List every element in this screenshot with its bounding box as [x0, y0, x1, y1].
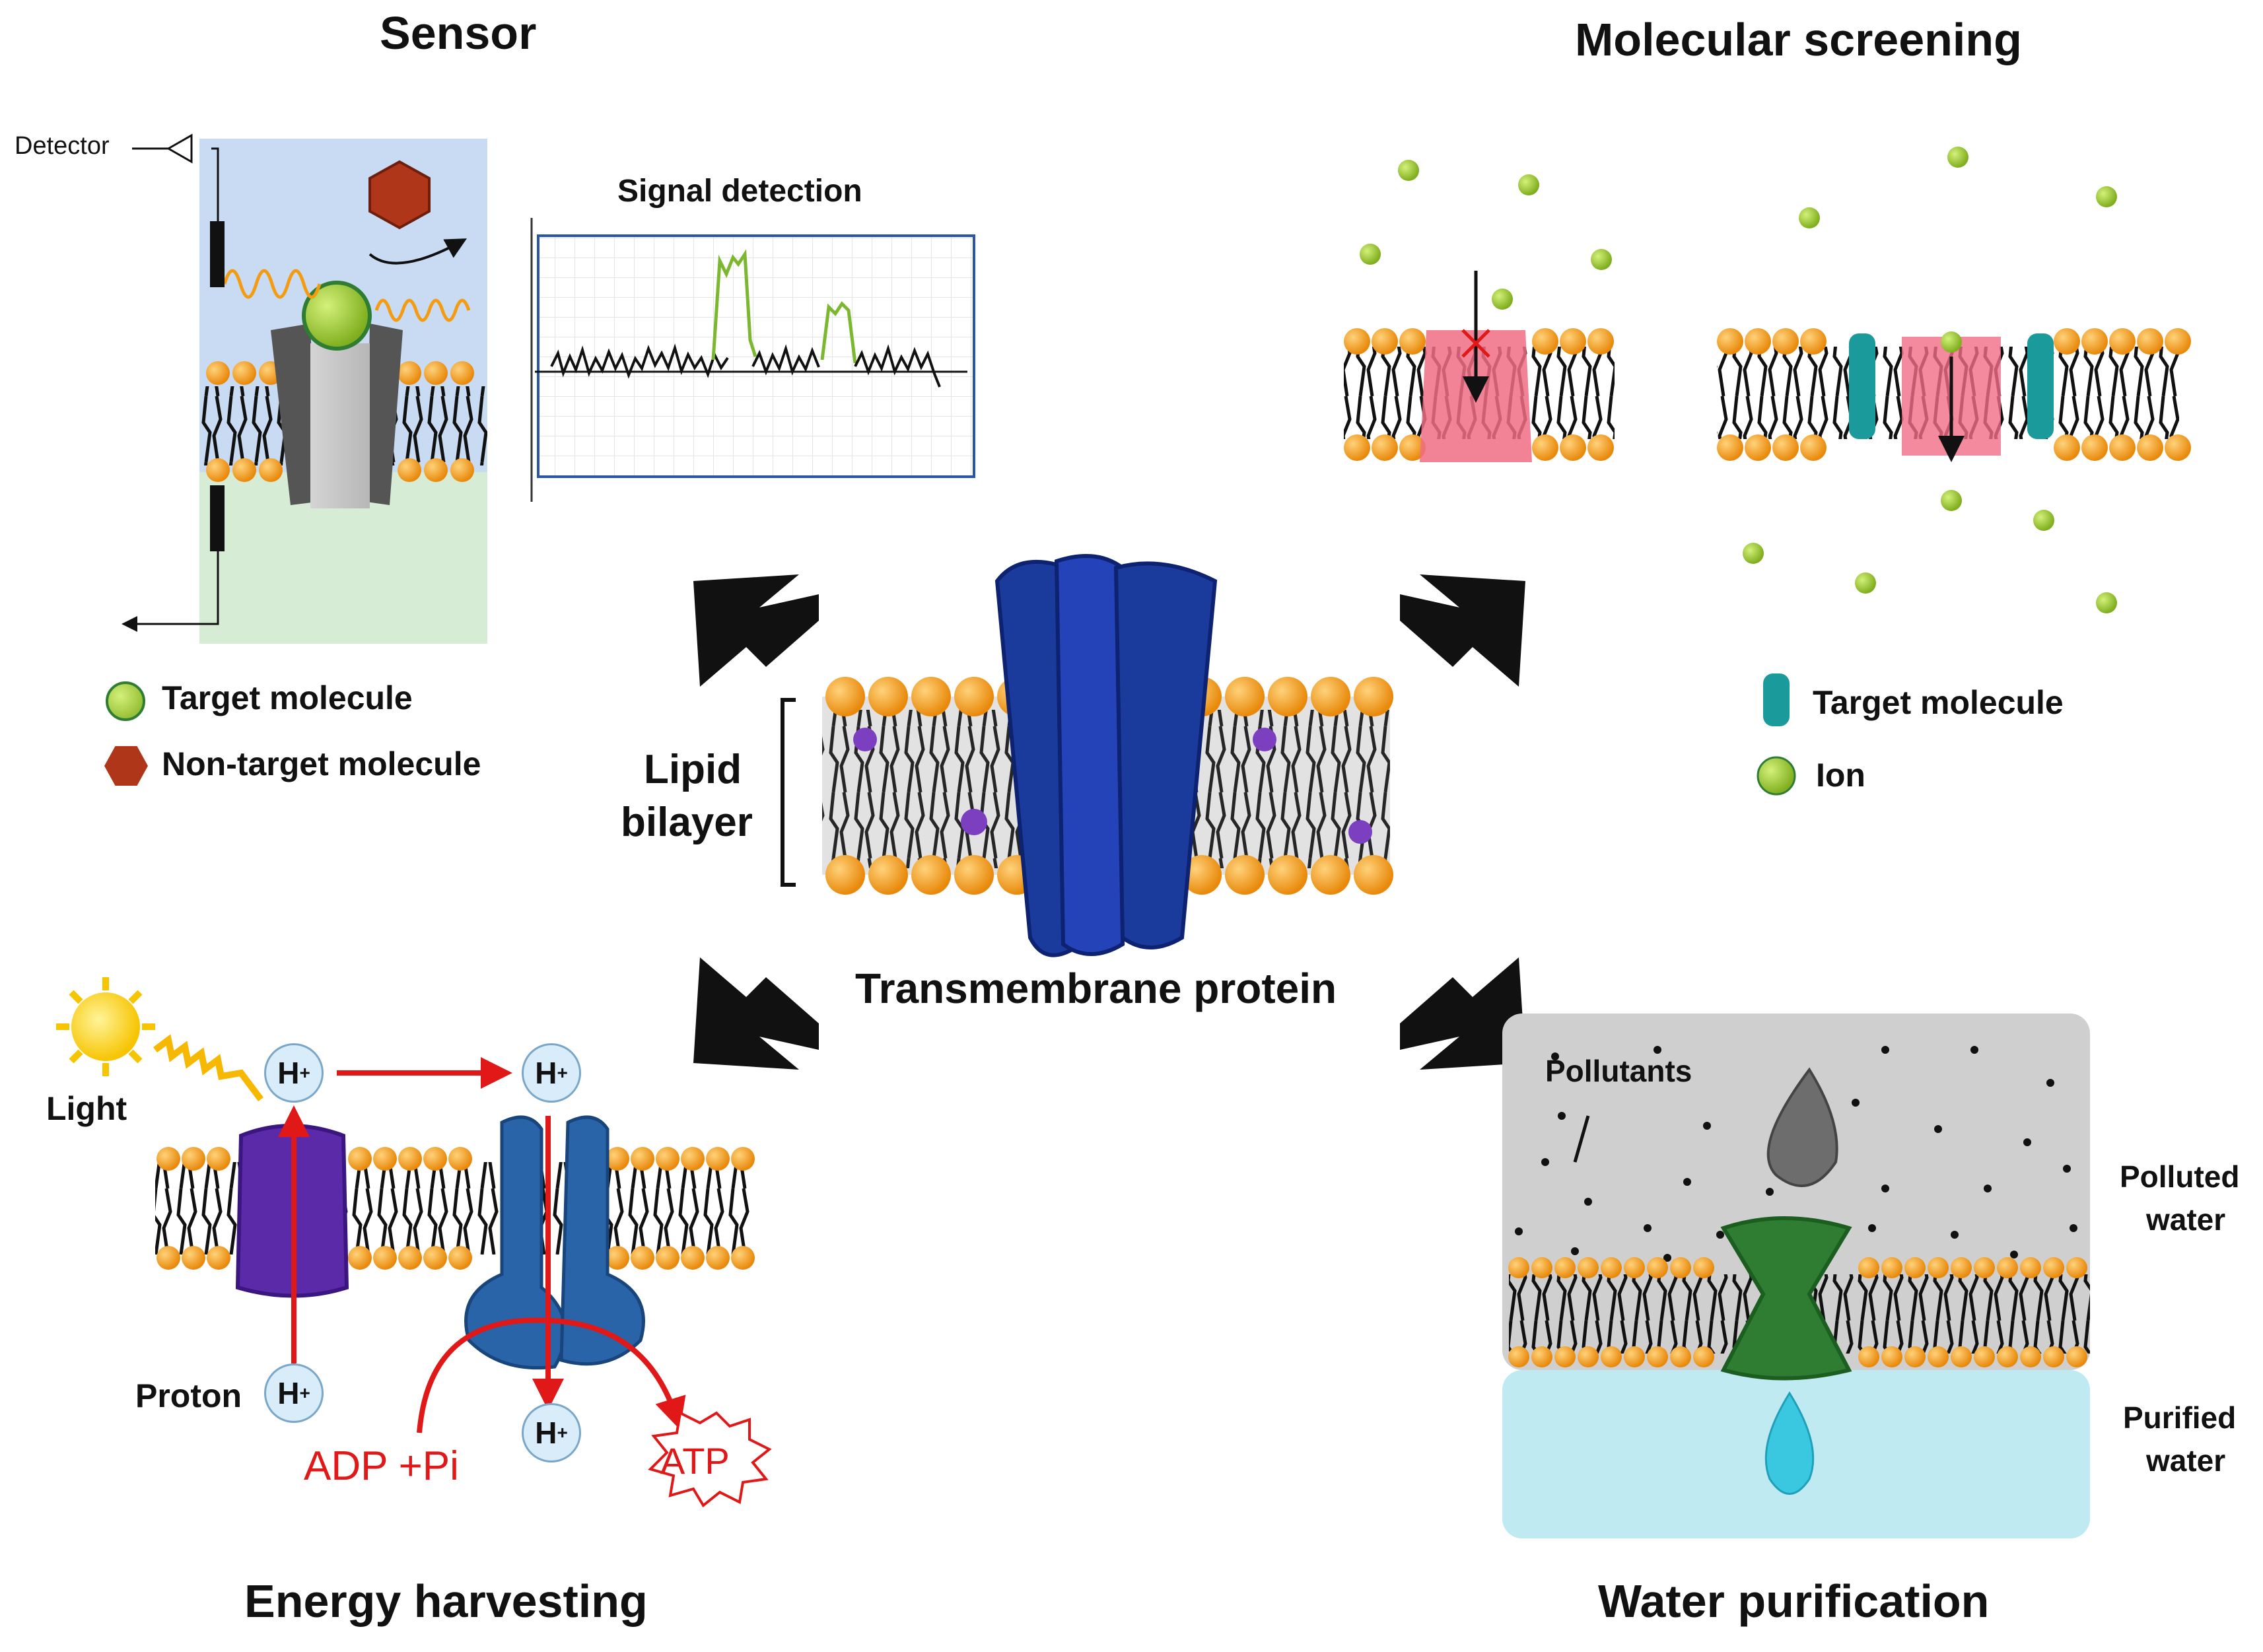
- screening-legend-target-label: Target molecule: [1813, 684, 2064, 721]
- purified-water-label-line1: Purified: [2123, 1400, 2237, 1435]
- lipid-bilayer-label-line2: bilayer: [621, 800, 753, 845]
- purified-water-label-line2: water: [2146, 1443, 2226, 1478]
- center-membrane: [781, 554, 1393, 957]
- energy-headgroups: [157, 1147, 755, 1270]
- proton-label: Proton: [135, 1377, 242, 1414]
- direction-arrows: [693, 574, 1525, 1070]
- h-plus-ion-bottom-left: H+: [264, 1363, 324, 1423]
- legend-target-label: Target molecule: [162, 679, 413, 716]
- sun-icon: [56, 977, 155, 1076]
- screening-target-bound-left: [1849, 333, 1875, 439]
- polluted-water-label-line1: Polluted: [2120, 1159, 2240, 1194]
- sensor-headgroups-bottom: [206, 458, 474, 482]
- h-plus-ion-bottom-right: H+: [522, 1403, 581, 1463]
- screening-right-headgroups: [1717, 328, 2191, 461]
- free-ions: [1360, 147, 2117, 613]
- polluted-water-label-line2: water: [2146, 1202, 2226, 1237]
- sensor-nanopore: [271, 324, 403, 508]
- signal-trace-event1: [711, 249, 757, 361]
- legend-target-icon-screening: [1763, 673, 1790, 726]
- legend-target-icon: [106, 681, 145, 721]
- adp-pi-label: ADP +Pi: [304, 1443, 459, 1489]
- aquaporin-channel: [1720, 1216, 1852, 1381]
- lipid-bilayer-label-line1: Lipid: [644, 747, 742, 792]
- screening-left-headgroups: [1344, 328, 1614, 461]
- transmembrane-protein: [994, 554, 1218, 957]
- water-panel: [1502, 1014, 2090, 1538]
- atp-label: ATP: [660, 1440, 730, 1482]
- arrow-to-sensor: [693, 574, 819, 687]
- h-plus-ion-top-left: H+: [264, 1043, 324, 1103]
- signal-detection-title: Signal detection: [617, 174, 862, 209]
- sensor-squiggle-right: [374, 298, 471, 322]
- arrow-to-water: [1400, 957, 1525, 1070]
- title-water-purification: Water purification: [1598, 1575, 1990, 1627]
- legend-ion-icon: [1757, 756, 1796, 796]
- title-sensor: Sensor: [380, 7, 537, 59]
- signal-trace-event2: [820, 301, 857, 364]
- polluted-drop: [1766, 1067, 1838, 1187]
- screening-panel: [1344, 147, 2191, 796]
- pollutants-label: Pollutants: [1545, 1054, 1692, 1088]
- pollutants-pointer: [1573, 1115, 1590, 1163]
- title-molecular-screening: Molecular screening: [1575, 14, 2022, 65]
- h-plus-ion-top-right: H+: [522, 1043, 581, 1103]
- atp-synthase-right: [559, 1115, 645, 1366]
- purified-drop: [1764, 1391, 1815, 1495]
- light-wave: [153, 1034, 263, 1101]
- sensor-nontarget-molecule: [368, 160, 431, 230]
- sensor-panel: [122, 133, 487, 644]
- atp-starburst: [648, 1411, 772, 1507]
- center-headgroups-bottom: [825, 855, 1393, 895]
- legend-nontarget-label: Non-target molecule: [162, 745, 481, 782]
- energy-panel: [56, 977, 772, 1507]
- detector-symbol: [166, 133, 193, 164]
- legend-nontarget-icon: [104, 746, 148, 786]
- light-label: Light: [46, 1090, 127, 1127]
- ground-wire: [122, 551, 219, 632]
- title-energy-harvesting: Energy harvesting: [244, 1575, 648, 1627]
- cholesterol-blobs: [853, 728, 1372, 844]
- signal-trace-middle: [751, 344, 820, 376]
- detector-label: Detector: [15, 132, 110, 160]
- transmembrane-protein-label: Transmembrane protein: [855, 965, 1337, 1012]
- electrode-bottom: [210, 485, 225, 551]
- screening-legend-ion-label: Ion: [1816, 757, 1865, 794]
- detector-wire: [132, 147, 219, 221]
- water-headgroups: [1508, 1257, 2087, 1367]
- sensor-deflect-arrow: [368, 238, 468, 265]
- lipid-bracket: [781, 698, 796, 887]
- screening-target-bound-right: [2027, 333, 2054, 439]
- electrode-top: [210, 221, 225, 287]
- signal-trace-end: [854, 344, 941, 388]
- signal-detection-plot: [530, 218, 975, 502]
- arrow-to-energy: [693, 957, 819, 1070]
- signal-trace-baseline: [550, 343, 729, 379]
- blocked-cross: [1461, 329, 1490, 358]
- arrow-to-screening: [1400, 574, 1525, 687]
- adp-to-atp-arrow: [417, 1317, 686, 1433]
- sensor-target-molecule: [302, 281, 372, 351]
- sensor-squiggle-left: [223, 269, 322, 299]
